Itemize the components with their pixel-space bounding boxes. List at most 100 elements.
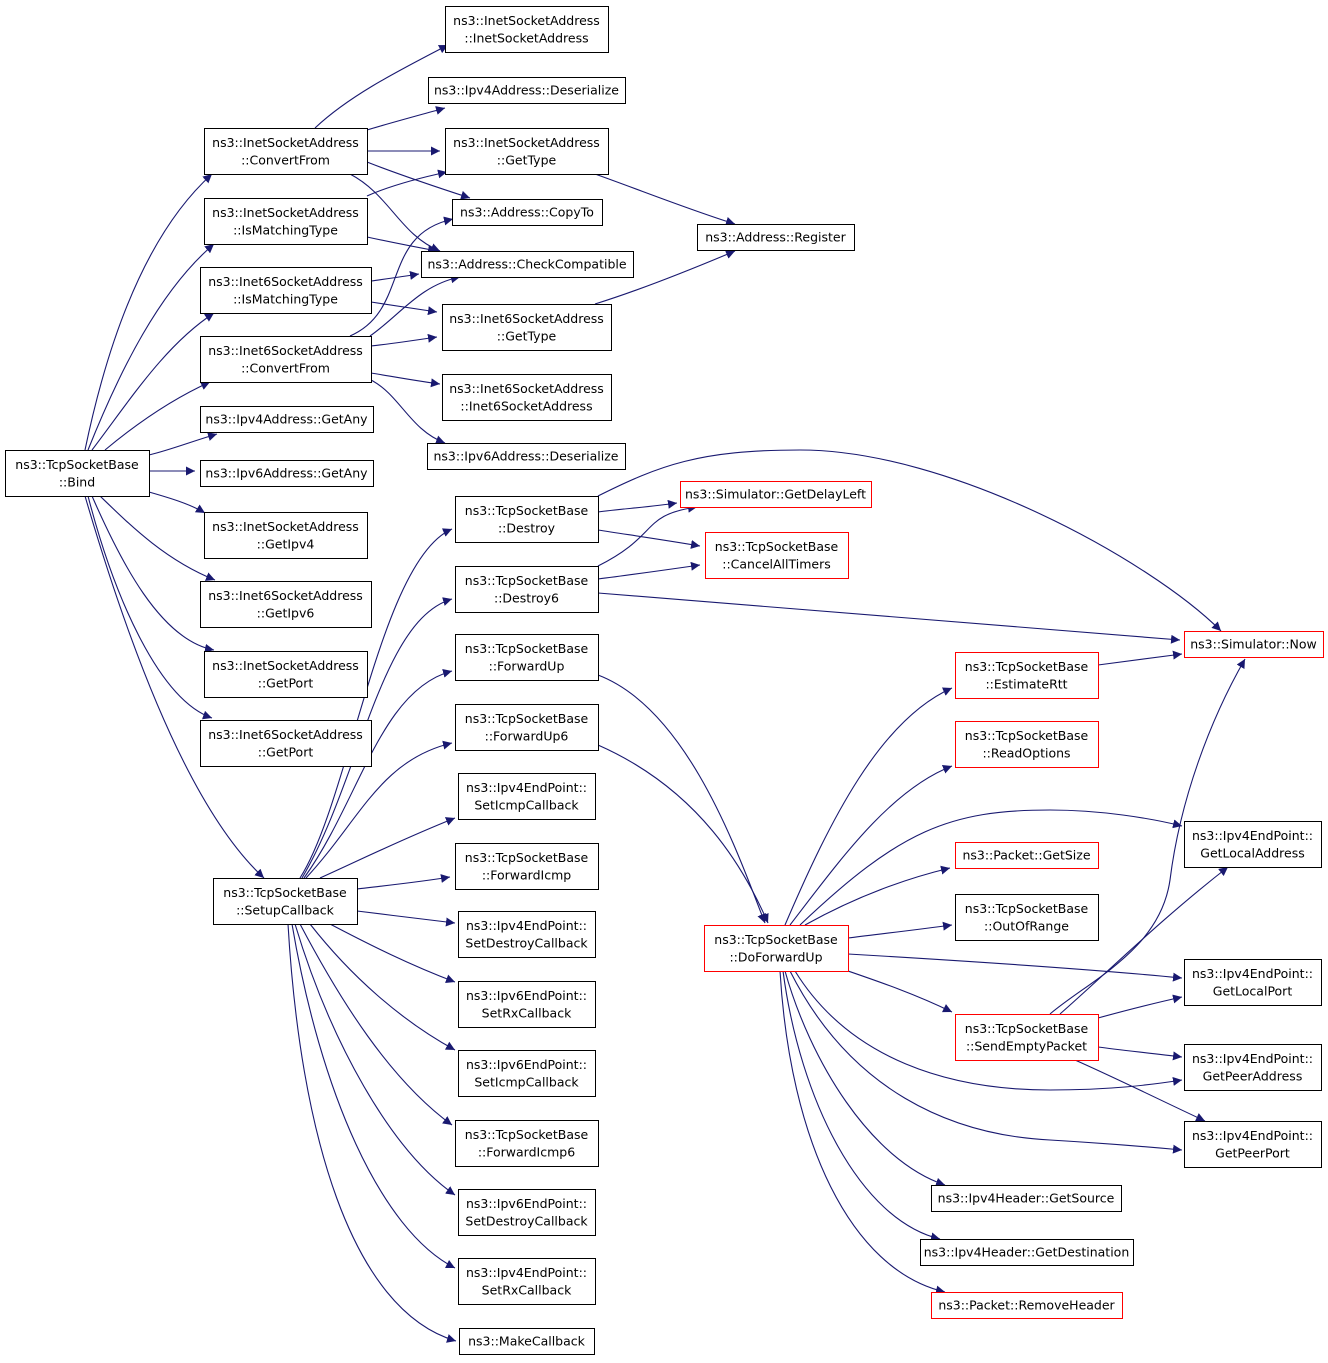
node-label: ::Destroy6 (494, 590, 559, 605)
node-tsb_estimatertt[interactable]: ns3::TcpSocketBase::EstimateRtt (955, 652, 1099, 699)
node-label: ::OutOfRange (984, 918, 1069, 933)
node-ipv4ep_getpeeraddr[interactable]: ns3::Ipv4EndPoint::GetPeerAddress (1184, 1044, 1322, 1091)
node-ipv4ep_getlocaladdr[interactable]: ns3::Ipv4EndPoint::GetLocalAddress (1184, 821, 1322, 868)
node-label: ns3::Ipv4EndPoint:: (466, 780, 587, 795)
node-ipv6addr_deser[interactable]: ns3::Ipv6Address::Deserialize (427, 443, 626, 470)
edge-bind-to-i6sa_convertfrom (104, 381, 211, 451)
node-label: ::Inet6SocketAddress (460, 398, 592, 413)
node-label: ::GetType (497, 152, 557, 167)
edge-tsb_forwardup6-to-tsb_doforwardup (597, 744, 769, 924)
edge-bind-to-ipv4addr_getany (148, 432, 218, 456)
node-isa_ctor[interactable]: ns3::InetSocketAddress::InetSocketAddres… (445, 6, 609, 53)
edge-bind-to-isa_getport (91, 495, 215, 653)
node-isa_convertfrom[interactable]: ns3::InetSocketAddress::ConvertFrom (204, 128, 368, 175)
node-pkt_getsize[interactable]: ns3::Packet::GetSize (955, 842, 1099, 869)
node-label: ns3::Ipv6EndPoint:: (466, 1196, 587, 1211)
node-tsb_readoptions[interactable]: ns3::TcpSocketBase::ReadOptions (955, 721, 1099, 768)
node-label: GetPeerAddress (1203, 1068, 1303, 1083)
edge-tsb_setupcallback-to-makecallback (287, 923, 457, 1343)
node-label: ::IsMatchingType (233, 291, 338, 306)
node-ipv4ep_getlocalport[interactable]: ns3::Ipv4EndPoint::GetLocalPort (1184, 959, 1322, 1006)
node-ipv4ep_setrx[interactable]: ns3::Ipv4EndPoint::SetRxCallback (458, 1258, 596, 1305)
node-box (204, 651, 368, 698)
node-tsb_destroy6[interactable]: ns3::TcpSocketBase::Destroy6 (455, 566, 599, 613)
node-pkt_removeheader[interactable]: ns3::Packet::RemoveHeader (931, 1292, 1123, 1319)
node-label: ns3::Simulator::Now (1190, 637, 1317, 652)
node-tsb_cancelalltimers[interactable]: ns3::TcpSocketBase::CancelAllTimers (705, 532, 849, 579)
node-box (704, 925, 849, 972)
node-label: ns3::Ipv4Address::GetAny (205, 412, 368, 427)
node-label: ns3::Ipv4EndPoint:: (1192, 828, 1313, 843)
edge-bind-to-isa_getipv4 (148, 491, 206, 514)
node-label: ns3::TcpSocketBase (465, 503, 589, 518)
node-isa_ismatching[interactable]: ns3::InetSocketAddress::IsMatchingType (204, 198, 368, 245)
node-box (455, 1120, 599, 1167)
node-box (680, 481, 872, 508)
node-sim_getdelayleft[interactable]: ns3::Simulator::GetDelayLeft (680, 481, 872, 508)
node-box (200, 406, 374, 433)
edge-tsb_setupcallback-to-tsb_destroy6 (301, 597, 453, 879)
node-isa_gettype[interactable]: ns3::InetSocketAddress::GetType (445, 128, 609, 175)
node-makecallback[interactable]: ns3::MakeCallback (459, 1328, 595, 1355)
node-ipv4ep_getpeerport[interactable]: ns3::Ipv4EndPoint::GetPeerPort (1184, 1121, 1322, 1168)
edge-tsb_doforwardup-to-ipv4ep_getpeerport (789, 970, 1183, 1154)
edge-i6sa_convertfrom-to-i6sa_gettype (370, 333, 438, 347)
node-addr_register[interactable]: ns3::Address::Register (697, 224, 855, 251)
node-ipv4hdr_getsource[interactable]: ns3::Ipv4Header::GetSource (931, 1185, 1122, 1212)
edge-tsb_doforwardup-to-ipv4ep_getlocalport (847, 953, 1183, 982)
node-box (705, 532, 849, 579)
node-tsb_forwardup[interactable]: ns3::TcpSocketBase::ForwardUp (455, 634, 599, 681)
node-i6sa_getport[interactable]: ns3::Inet6SocketAddress::GetPort (200, 720, 372, 767)
node-box (458, 911, 596, 958)
node-ipv6ep_seticmp[interactable]: ns3::Ipv6EndPoint::SetIcmpCallback (458, 1050, 596, 1097)
node-label: ns3::TcpSocketBase (965, 659, 1089, 674)
edge-tsb_setupcallback-to-tsb_forwardicmp (356, 874, 451, 890)
node-ipv4hdr_getdest[interactable]: ns3::Ipv4Header::GetDestination (920, 1239, 1134, 1266)
node-isa_getport[interactable]: ns3::InetSocketAddress::GetPort (204, 651, 368, 698)
node-sim_now[interactable]: ns3::Simulator::Now (1184, 631, 1324, 658)
node-ipv4addr_deser[interactable]: ns3::Ipv4Address::Deserialize (428, 77, 626, 104)
edge-i6sa_gettype-to-addr_register (594, 250, 736, 305)
node-i6sa_ismatching[interactable]: ns3::Inet6SocketAddress::IsMatchingType (200, 267, 372, 314)
node-label: SetRxCallback (482, 1282, 572, 1297)
node-i6sa_gettype[interactable]: ns3::Inet6SocketAddress::GetType (442, 304, 612, 351)
node-tsb_forwardicmp6[interactable]: ns3::TcpSocketBase::ForwardIcmp6 (455, 1120, 599, 1167)
node-label: ns3::InetSocketAddress (212, 519, 359, 534)
node-ipv4addr_getany[interactable]: ns3::Ipv4Address::GetAny (200, 406, 374, 433)
node-ipv4ep_seticmp[interactable]: ns3::Ipv4EndPoint::SetIcmpCallback (458, 773, 596, 820)
node-tsb_outofrange[interactable]: ns3::TcpSocketBase::OutOfRange (955, 894, 1099, 941)
node-label: ns3::Inet6SocketAddress (208, 588, 363, 603)
node-ipv6ep_setdestroy[interactable]: ns3::Ipv6EndPoint::SetDestroyCallback (458, 1189, 596, 1236)
node-i6sa_ctor[interactable]: ns3::Inet6SocketAddress::Inet6SocketAddr… (442, 374, 612, 421)
edge-tsb_doforwardup-to-ipv4hdr_getsource (784, 970, 946, 1187)
node-ipv4ep_setdestroy[interactable]: ns3::Ipv4EndPoint::SetDestroyCallback (458, 911, 596, 958)
node-addr_checkcompat[interactable]: ns3::Address::CheckCompatible (421, 251, 634, 278)
node-box (452, 199, 603, 226)
node-box (213, 878, 358, 925)
node-label: ns3::Ipv4EndPoint:: (1192, 1128, 1313, 1143)
node-i6sa_convertfrom[interactable]: ns3::Inet6SocketAddress::ConvertFrom (200, 336, 372, 383)
node-box (955, 721, 1099, 768)
node-i6sa_getipv6[interactable]: ns3::Inet6SocketAddress::GetIpv6 (200, 581, 372, 628)
node-tsb_destroy[interactable]: ns3::TcpSocketBase::Destroy (455, 496, 599, 543)
edge-tsb_doforwardup-to-tsb_outofrange (847, 921, 953, 939)
edge-tsb_doforwardup-to-pkt_removeheader (779, 970, 946, 1295)
node-addr_copyto[interactable]: ns3::Address::CopyTo (452, 199, 603, 226)
node-tsb_sendempty[interactable]: ns3::TcpSocketBase::SendEmptyPacket (955, 1014, 1099, 1061)
node-ipv6addr_getany[interactable]: ns3::Ipv6Address::GetAny (200, 460, 374, 487)
edge-tsb_doforwardup-to-ipv4ep_getpeeraddr (794, 970, 1183, 1091)
edge-tsb_setupcallback-to-ipv4ep_setdestroy (356, 910, 456, 927)
node-tsb_forwardup6[interactable]: ns3::TcpSocketBase::ForwardUp6 (455, 704, 599, 751)
node-tsb_forwardicmp[interactable]: ns3::TcpSocketBase::ForwardIcmp (455, 843, 599, 890)
node-box (955, 894, 1099, 941)
node-box (931, 1292, 1123, 1319)
node-isa_getipv4[interactable]: ns3::InetSocketAddress::GetIpv4 (204, 512, 368, 559)
node-bind[interactable]: ns3::TcpSocketBase::Bind (5, 450, 150, 497)
node-ipv6ep_setrx[interactable]: ns3::Ipv6EndPoint::SetRxCallback (458, 981, 596, 1028)
node-label: ::IsMatchingType (233, 222, 338, 237)
node-tsb_doforwardup[interactable]: ns3::TcpSocketBase::DoForwardUp (704, 925, 849, 972)
node-label: ns3::Ipv4EndPoint:: (1192, 1051, 1313, 1066)
node-tsb_setupcallback[interactable]: ns3::TcpSocketBase::SetupCallback (213, 878, 358, 925)
node-label: ns3::Ipv4Header::GetDestination (924, 1245, 1130, 1260)
